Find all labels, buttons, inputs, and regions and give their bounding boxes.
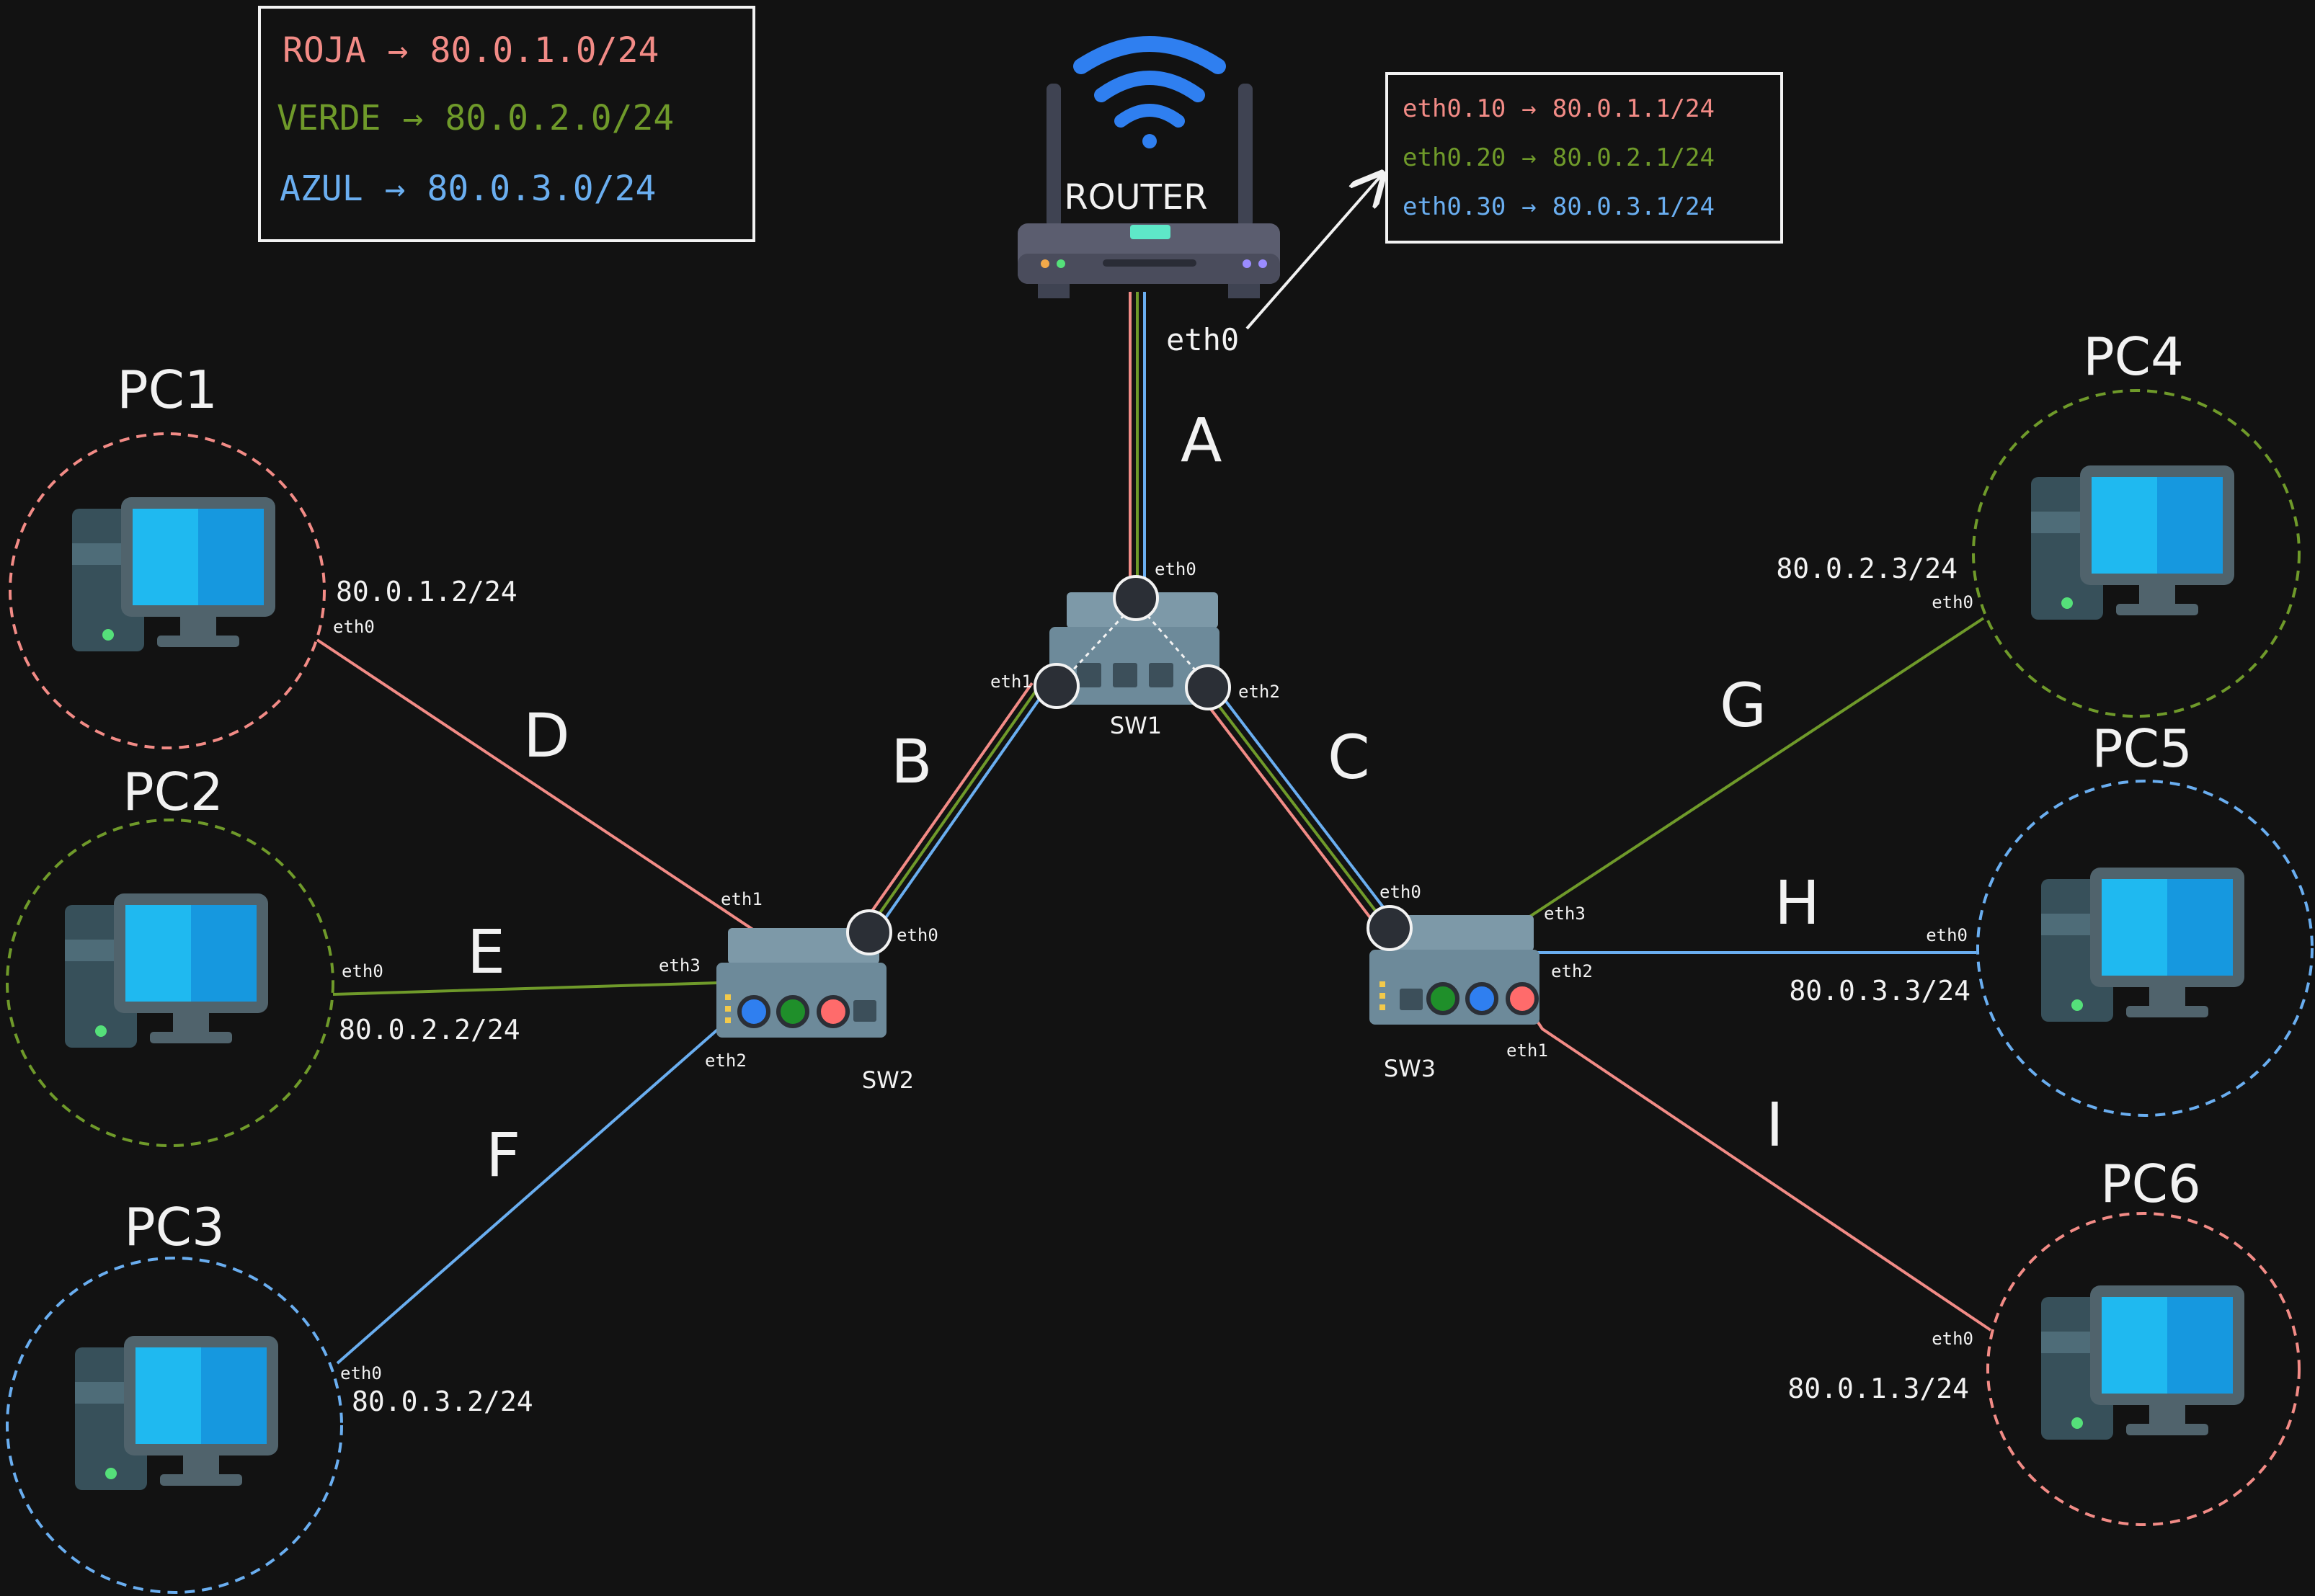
router-label: ROUTER [1064, 177, 1207, 218]
link-f [336, 1011, 753, 1365]
pc1-ip: 80.0.1.2/24 [336, 576, 517, 607]
sw2-label: SW2 [862, 1066, 914, 1094]
switch-sw1: SW1 eth0 eth1 eth2 [990, 559, 1280, 739]
sw2-port-eth3 [776, 995, 809, 1028]
pc2-eth0: eth0 [342, 961, 383, 981]
sw3-eth2-label: eth2 [1551, 961, 1593, 981]
pc3-eth0: eth0 [340, 1363, 382, 1383]
pc4: PC4 80.0.2.3/24 eth0 [1776, 326, 2301, 718]
sw1-eth0-label: eth0 [1155, 559, 1196, 579]
legend-roja: ROJA→80.0.1.0/24 [283, 30, 659, 71]
vlan-legend: ROJA→80.0.1.0/24 VERDE→80.0.2.0/24 AZUL→… [258, 6, 755, 242]
pc5-eth0: eth0 [1926, 925, 1968, 945]
switch-sw3: SW3 eth0 eth1 eth2 eth3 [1367, 882, 1593, 1082]
sw1-label: SW1 [1110, 712, 1162, 739]
sw1-port-eth2 [1185, 664, 1231, 710]
sw1-port-eth1 [1034, 663, 1080, 709]
sw3-eth1-label: eth1 [1506, 1040, 1548, 1061]
router-subinterfaces-box: eth0.10→80.0.1.1/24 eth0.20→80.0.2.1/24 … [1385, 72, 1783, 244]
pc2: PC2 80.0.2.2/24 eth0 [6, 762, 520, 1147]
router-info-arrow [1245, 176, 1381, 330]
sw2-port-eth1 [817, 995, 850, 1028]
pc6-name: PC6 [2100, 1154, 2201, 1214]
wifi-icon [1073, 36, 1226, 148]
sw2-eth3-label: eth3 [659, 955, 701, 976]
link-label-i: I [1766, 1089, 1784, 1160]
link-i [1521, 997, 1992, 1332]
sw2-eth2-label: eth2 [705, 1051, 747, 1071]
pc2-name: PC2 [123, 762, 223, 822]
sw2-port-eth2 [737, 995, 770, 1028]
link-label-d: D [523, 700, 570, 771]
pc1: PC1 80.0.1.2/24 eth0 [9, 360, 517, 749]
sw3-port-eth0 [1367, 905, 1413, 951]
pc3-name: PC3 [124, 1197, 225, 1257]
switch-sw2: SW2 eth0 eth1 eth2 eth3 [659, 889, 938, 1094]
link-label-c: C [1328, 722, 1370, 793]
pc5-name: PC5 [2092, 718, 2192, 779]
sw3-label: SW3 [1384, 1055, 1436, 1082]
subif-eth0-10: eth0.10→80.0.1.1/24 [1403, 94, 1715, 123]
link-a [1129, 292, 1146, 580]
pc2-ip: 80.0.2.2/24 [339, 1014, 520, 1046]
link-label-g: G [1720, 670, 1767, 741]
pc6: PC6 80.0.1.3/24 eth0 [1787, 1154, 2301, 1526]
link-label-f: F [486, 1120, 520, 1190]
pc4-eth0: eth0 [1932, 592, 1973, 612]
pc4-name: PC4 [2083, 326, 2184, 387]
router-port-eth0: eth0 [1166, 322, 1239, 357]
subif-eth0-30: eth0.30→80.0.3.1/24 [1403, 192, 1715, 221]
pc5: PC5 80.0.3.3/24 eth0 [1789, 718, 2314, 1117]
pc4-ip: 80.0.2.3/24 [1776, 553, 1958, 584]
link-label-e: E [467, 917, 505, 987]
pc6-ip: 80.0.1.3/24 [1787, 1373, 1969, 1404]
router: ROUTER [1018, 36, 1280, 298]
link-label-a: A [1181, 405, 1222, 476]
sw3-port-eth2 [1465, 982, 1498, 1015]
pc1-name: PC1 [117, 360, 218, 420]
link-c [1195, 680, 1387, 921]
sw1-port-eth0 [1113, 575, 1159, 621]
sw1-eth2-label: eth2 [1238, 682, 1280, 702]
legend-verde: VERDE→80.0.2.0/24 [277, 98, 674, 138]
pc1-eth0: eth0 [333, 617, 375, 637]
link-b [861, 682, 1048, 932]
legend-azul: AZUL→80.0.3.0/24 [280, 169, 656, 209]
sw2-port-eth0 [846, 909, 892, 955]
sw3-port-eth3 [1426, 982, 1459, 1015]
sw3-port-eth1 [1506, 982, 1539, 1015]
sw2-eth0-label: eth0 [897, 925, 938, 945]
sw1-eth1-label: eth1 [990, 672, 1032, 692]
sw3-eth0-label: eth0 [1379, 882, 1421, 902]
pc6-eth0: eth0 [1932, 1329, 1973, 1349]
link-label-b: B [891, 726, 933, 797]
link-label-h: H [1774, 868, 1820, 938]
sw3-eth3-label: eth3 [1544, 904, 1586, 924]
subif-eth0-20: eth0.20→80.0.2.1/24 [1403, 143, 1715, 172]
pc5-ip: 80.0.3.3/24 [1789, 975, 1970, 1007]
sw2-eth1-label: eth1 [721, 889, 763, 909]
pc3: PC3 80.0.3.2/24 eth0 [6, 1197, 533, 1594]
link-labels: A B C D E F G H I [467, 405, 1820, 1190]
pc3-ip: 80.0.3.2/24 [352, 1386, 533, 1417]
